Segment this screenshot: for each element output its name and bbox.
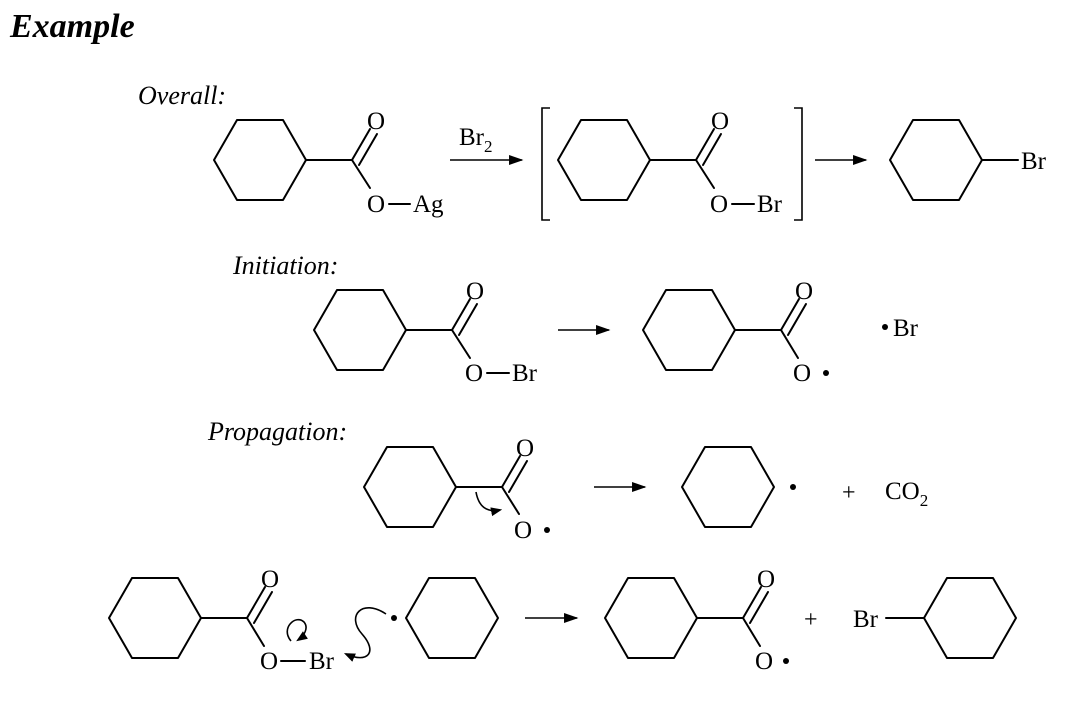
cyclohexane-ring [557,119,651,201]
carbonyl-double-bond [695,128,715,161]
plus-sign: + [804,607,818,633]
single-bond [695,159,715,189]
fishhook-arrow [475,491,503,517]
oxygen-label: O [795,278,813,305]
single-bond [351,159,371,189]
fishhook-arrow [286,618,308,642]
oxygen-label: O [711,108,729,135]
radical-dot [790,484,796,490]
cyclohexyl-radical [681,446,796,528]
oxygen-label: O [755,648,773,675]
single-bond [742,617,761,647]
cyclohexane-ring [405,577,499,659]
carbonyl-double-bond [253,591,273,624]
right-bracket [794,107,803,221]
radical-dot [391,615,397,621]
bromine-label: Br [309,648,335,675]
section-label-overall: Overall: [138,81,226,110]
cyclohexane-ring [642,289,736,371]
oxygen-label: O [465,360,483,387]
oxygen-label: O [260,648,278,675]
silver-carboxylate: O O Ag [213,108,444,218]
oxygen-label: O [514,517,532,544]
single-bond [246,617,265,647]
section-label-initiation: Initiation: [232,251,338,280]
single-bond [780,329,799,359]
bromine-label: Br [1021,148,1047,175]
radical-dot [544,527,550,533]
oxygen-label: O [793,360,811,387]
carbonyl-double-bond [351,128,371,161]
cyclohexane-ring [889,119,983,201]
carbonyl-double-bond [702,133,722,166]
cyclohexane-ring [363,446,457,528]
carbon-dioxide-label: CO2 [885,478,928,510]
acyl-hypobromite-intermediate: O O Br [541,107,803,221]
bromine-label: Br [512,360,538,387]
page-title: Example [9,8,135,45]
reagent-label: Br2 [459,124,493,156]
cyclohexane-ring [604,577,698,659]
reagent-arrow: Br2 [450,124,524,166]
carboxyl-radical: O O [642,278,829,387]
acyl-hypobromite-reactant: O O Br [108,566,387,675]
cyclohexyl-radical-reactant [391,577,499,659]
oxygen-label: O [367,108,385,135]
silver-label: Ag [413,191,444,218]
radical-dot [882,324,888,330]
cyclohexane-ring [681,446,775,528]
carboxyl-radical-product: O O [604,566,789,675]
oxygen-label: O [710,191,728,218]
oxygen-label: O [261,566,279,593]
cyclohexane-ring [108,577,202,659]
carbonyl-double-bond [246,586,266,619]
carbonyl-double-bond [742,586,762,619]
cyclohexane-ring [213,119,307,201]
carbonyl-double-bond [749,591,769,624]
bromine-label: Br [893,315,919,342]
oxygen-label: O [466,278,484,305]
fishhook-arrow [343,607,387,662]
bromine-label: Br [757,191,783,218]
radical-dot [783,658,789,664]
bromocyclohexane-product: Br [889,119,1047,201]
section-label-propagation: Propagation: [207,417,347,446]
carbonyl-double-bond [508,460,528,493]
single-bond [501,486,520,515]
left-bracket [541,107,550,221]
carbonyl-double-bond [358,133,378,166]
carbonyl-double-bond [451,298,471,331]
oxygen-label: O [757,566,775,593]
carbonyl-double-bond [501,455,521,488]
cyclohexane-ring [313,289,407,371]
carbonyl-double-bond [780,298,800,331]
single-bond [451,329,471,359]
carbonyl-double-bond [787,303,807,336]
plus-sign: + [842,480,856,506]
oxygen-label: O [516,435,534,462]
cyclohexane-ring [923,577,1017,659]
bromine-label: Br [853,606,879,633]
bromine-radical: Br [882,315,919,342]
carboxyl-radical-decarboxylation: O O [363,435,550,544]
oxygen-label: O [367,191,385,218]
radical-dot [823,370,829,376]
bromocyclohexane-product: Br [853,577,1017,659]
acyl-hypobromite: O O Br [313,278,538,387]
carbonyl-double-bond [458,303,478,336]
